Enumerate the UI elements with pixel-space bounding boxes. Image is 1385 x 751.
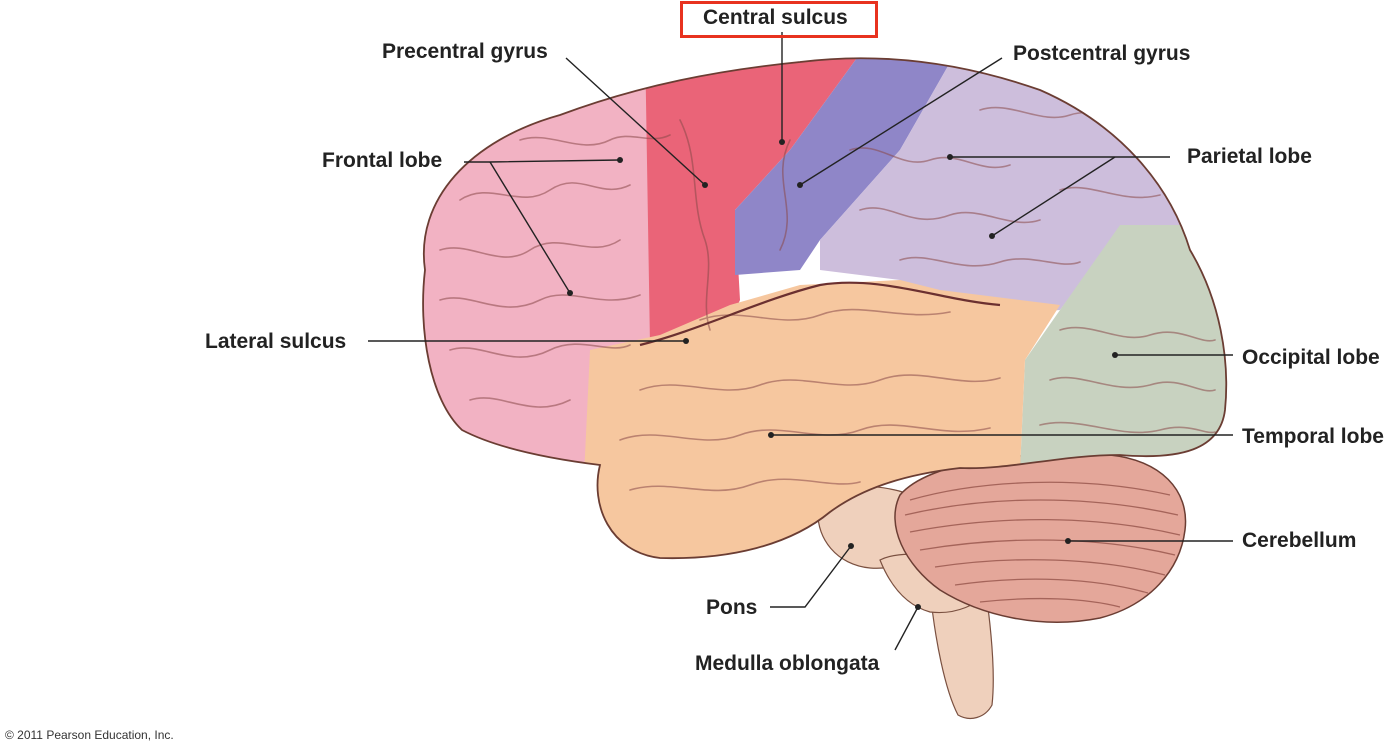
cerebellum-shape (894, 453, 1187, 623)
label-pons: Pons (706, 596, 758, 619)
label-cerebellum: Cerebellum (1242, 529, 1357, 552)
label-lateral-sulcus: Lateral sulcus (205, 330, 347, 353)
label-frontal-lobe: Frontal lobe (322, 149, 443, 172)
label-central-sulcus: Central sulcus (703, 6, 848, 29)
medulla-shape (929, 584, 994, 719)
leader-medulla (894, 606, 919, 651)
label-occipital-lobe: Occipital lobe (1242, 346, 1380, 369)
label-medulla-oblongata: Medulla oblongata (695, 652, 880, 675)
cerebrum-outline (422, 57, 1228, 560)
precentral-region (645, 58, 870, 345)
label-postcentral-gyrus: Postcentral gyrus (1013, 42, 1191, 65)
label-precentral-gyrus: Precentral gyrus (382, 40, 548, 63)
leader-precentral-gyrus (565, 57, 706, 186)
leader-lines (368, 32, 1233, 651)
central-sulcus-highlight-box (680, 1, 878, 38)
leader-frontal-lobe-b (489, 161, 571, 294)
leader-dots (567, 139, 1118, 610)
lateral-sulcus-groove (639, 281, 1001, 347)
postcentral-region (735, 58, 960, 275)
leader-postcentral-gyrus (799, 57, 1003, 186)
leader-parietal-lobe-b (991, 156, 1116, 237)
label-parietal-lobe: Parietal lobe (1187, 145, 1312, 168)
occipital-region (1020, 225, 1227, 470)
leader-pons (770, 545, 852, 608)
label-temporal-lobe: Temporal lobe (1242, 425, 1384, 448)
copyright-notice: © 2011 Pearson Education, Inc. (5, 728, 174, 742)
